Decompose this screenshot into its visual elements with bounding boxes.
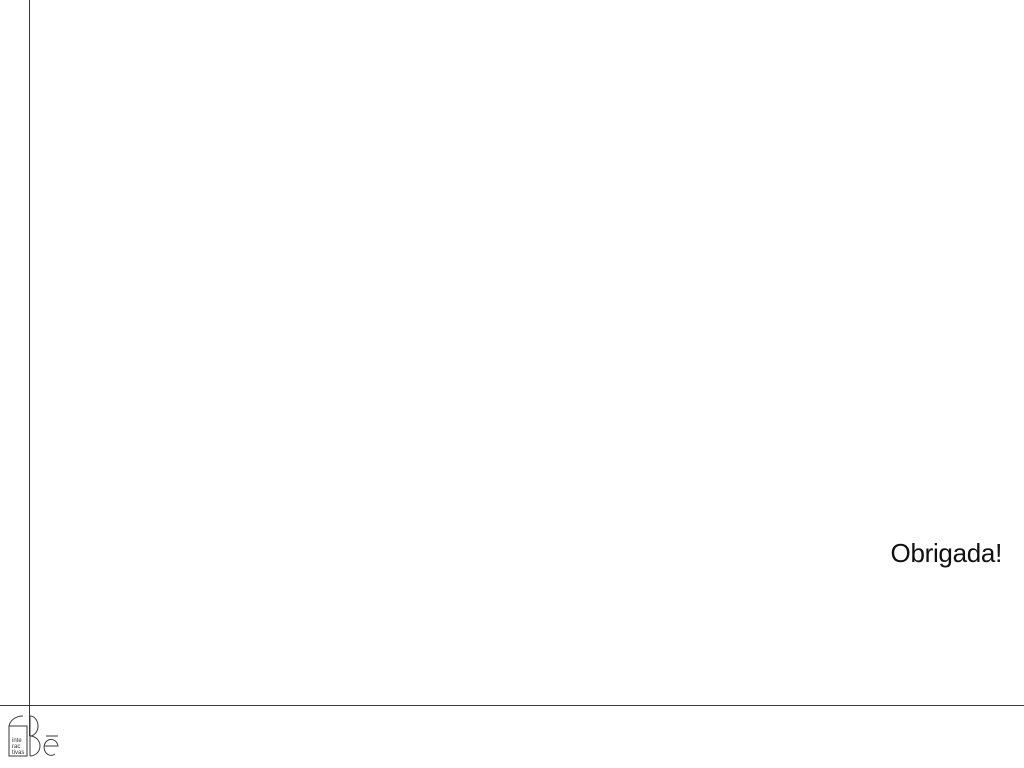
logo-mark-icon: inte rac tivas (8, 715, 59, 757)
logo-line-2: rac (12, 744, 20, 750)
logo-line-3: tivas (12, 750, 24, 756)
horizontal-rule (0, 705, 1024, 706)
closing-text: Obrigada! (890, 538, 1003, 568)
vertical-rule (29, 0, 30, 736)
logo-line-1: inte (12, 738, 22, 744)
brand-logo: inte rac tivas (6, 714, 62, 760)
